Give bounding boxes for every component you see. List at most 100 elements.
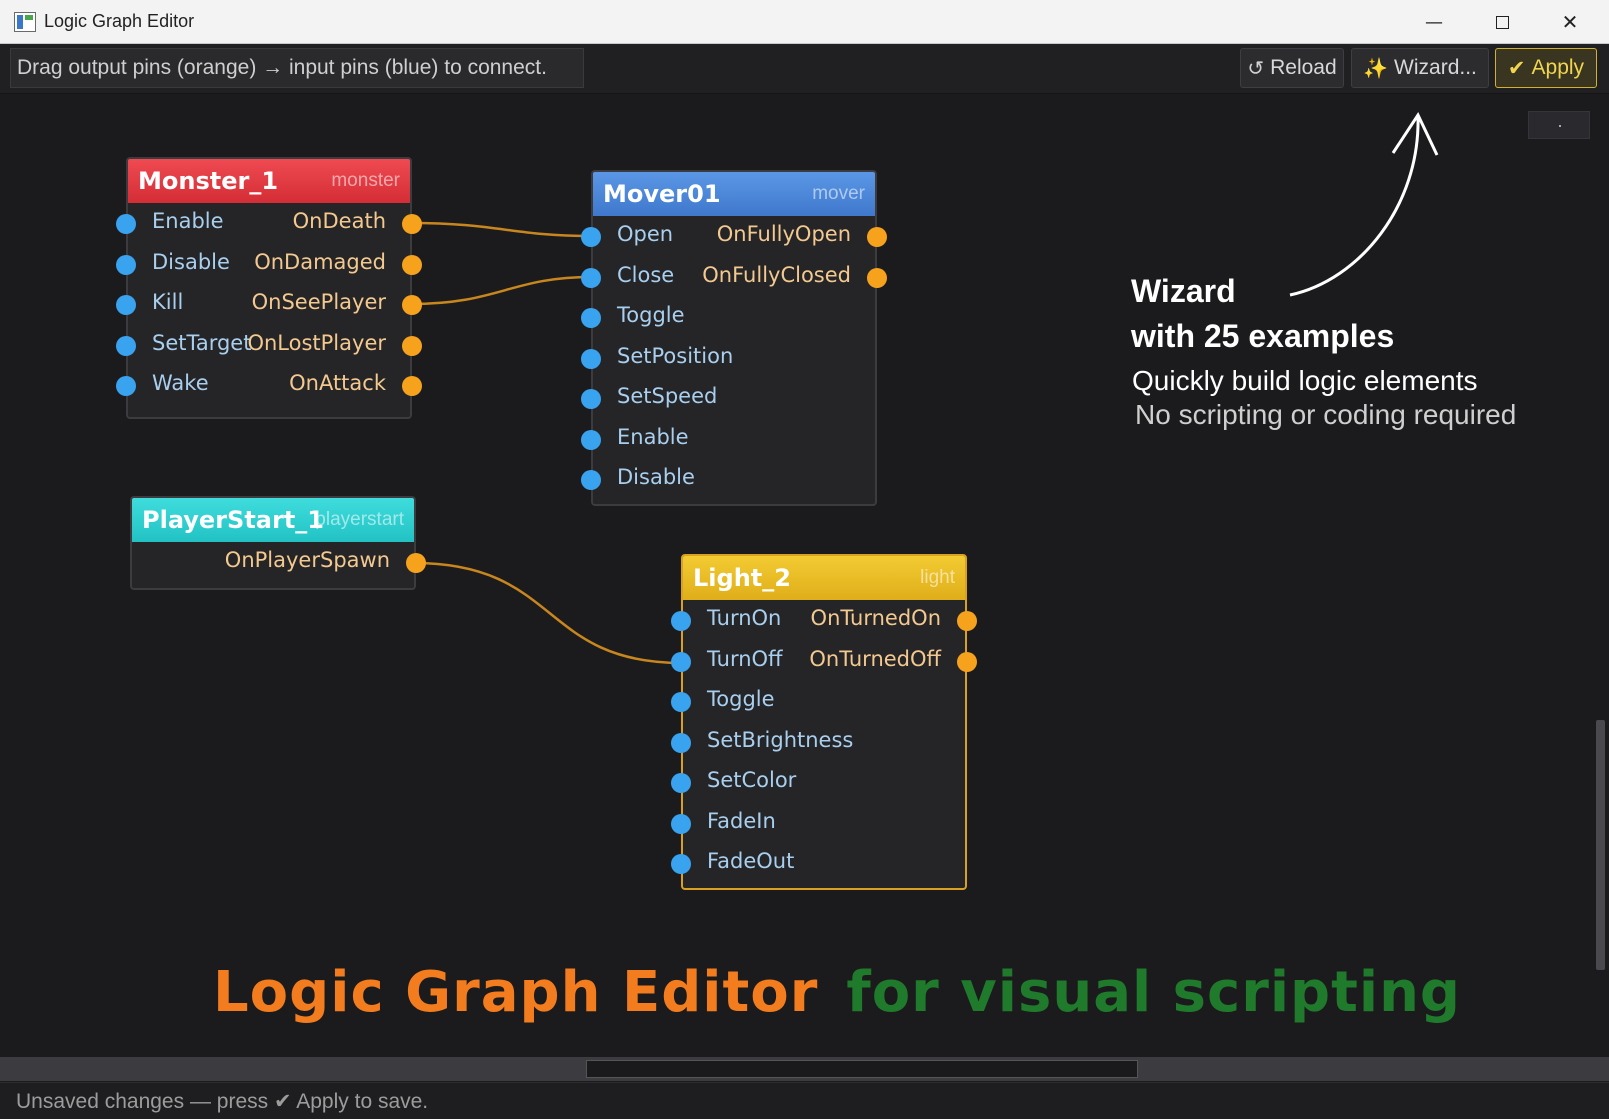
input-pin-label: Open <box>617 222 674 246</box>
pin-row: Wake OnAttack <box>116 365 422 406</box>
banner-tagline: for visual scripting <box>846 960 1462 1025</box>
input-pin[interactable] <box>671 732 691 753</box>
minimize-icon: — <box>1425 11 1443 33</box>
pin-row: Toggle <box>581 297 875 338</box>
input-pin-label: Wake <box>152 371 209 395</box>
input-pin[interactable] <box>581 308 601 328</box>
maximize-button[interactable] <box>1468 0 1536 44</box>
node-type: playerstart <box>315 509 404 530</box>
input-pin-label: SetBrightness <box>707 727 854 752</box>
node-header[interactable]: Monster_1 monster <box>128 159 410 203</box>
output-pin-label: OnPlayerSpawn <box>224 548 390 572</box>
input-pin[interactable] <box>581 348 601 369</box>
output-pin[interactable] <box>406 553 426 573</box>
minimap[interactable] <box>1528 111 1590 139</box>
reload-icon: ↺ <box>1247 57 1265 80</box>
pin-row: Open OnFullyOpen <box>581 216 887 257</box>
output-pin[interactable] <box>402 254 422 275</box>
input-pin[interactable] <box>116 214 136 234</box>
scrollbar-thumb[interactable] <box>586 1060 1138 1078</box>
input-pin[interactable] <box>671 813 691 834</box>
node-type: mover <box>812 183 865 204</box>
node-monster[interactable]: Monster_1 monster Enable OnDeath Disable… <box>116 157 422 419</box>
title-bar: Logic Graph Editor — ✕ <box>0 0 1609 44</box>
pin-row: SetBrightness <box>671 722 965 763</box>
pin-row: OnPlayerSpawn <box>132 542 426 583</box>
output-pin[interactable] <box>402 214 422 234</box>
vertical-scrollbar[interactable] <box>1596 720 1605 970</box>
pin-row: TurnOff OnTurnedOff <box>671 641 977 682</box>
input-pin-label: SetColor <box>707 768 797 792</box>
annotation-arrow-icon <box>1289 111 1439 297</box>
sparkle-icon: ✨ <box>1363 57 1389 80</box>
output-pin[interactable] <box>402 295 422 315</box>
pin-row: Kill OnSeePlayer <box>116 284 422 325</box>
pin-row: SetColor <box>671 762 965 803</box>
annotation-note: No scripting or coding required <box>1135 399 1517 430</box>
app-icon <box>14 12 36 32</box>
pin-row: Disable <box>581 459 875 500</box>
input-pin[interactable] <box>581 227 601 247</box>
output-pin[interactable] <box>957 611 977 631</box>
pin-row: FadeOut <box>671 843 965 884</box>
horizontal-scrollbar[interactable] <box>0 1057 1609 1081</box>
input-pin[interactable] <box>581 267 601 288</box>
pin-row: SetSpeed <box>581 378 875 419</box>
node-header[interactable]: PlayerStart_1 playerstart <box>132 498 414 542</box>
wire-onplayerspawn-turnoff <box>413 561 683 665</box>
connection-wires <box>409 221 683 665</box>
input-pin-label: SetPosition <box>617 343 734 368</box>
close-button[interactable]: ✕ <box>1536 0 1604 44</box>
input-pin[interactable] <box>116 254 136 275</box>
input-pin-label: FadeOut <box>707 849 795 873</box>
input-pin-label: SetSpeed <box>617 384 718 408</box>
node-type: light <box>920 567 955 588</box>
output-pin[interactable] <box>957 651 977 672</box>
output-pin[interactable] <box>402 376 422 396</box>
pin-row: Enable <box>581 419 875 460</box>
pin-row: SetTarget OnLostPlayer <box>116 325 422 366</box>
input-pin[interactable] <box>581 470 601 490</box>
input-pin[interactable] <box>116 335 136 356</box>
pin-row: TurnOn OnTurnedOn <box>671 600 977 641</box>
node-mover[interactable]: Mover01 mover Open OnFullyOpen Close OnF… <box>581 170 887 506</box>
node-light[interactable]: Light_2 light TurnOn OnTurnedOn TurnOff … <box>671 554 977 890</box>
pin-row: Disable OnDamaged <box>116 244 422 285</box>
wizard-button[interactable]: ✨ Wizard... <box>1351 48 1489 88</box>
apply-button[interactable]: ✔ Apply <box>1495 48 1597 88</box>
graph-canvas[interactable]: Monster_1 monster Enable OnDeath Disable… <box>0 95 1609 1055</box>
output-pin[interactable] <box>867 227 887 247</box>
input-pin[interactable] <box>671 854 691 874</box>
input-pin[interactable] <box>116 376 136 396</box>
toolbar: Drag output pins (orange) → input pins (… <box>0 44 1609 94</box>
pin-row: Enable OnDeath <box>116 203 422 244</box>
input-pin[interactable] <box>671 692 691 712</box>
annotation-subtitle: with 25 examples <box>1131 318 1395 354</box>
reload-button[interactable]: ↺ Reload <box>1240 48 1344 88</box>
output-pin-label: OnAttack <box>289 371 386 395</box>
output-pin[interactable] <box>867 267 887 288</box>
input-pin-label: TurnOn <box>707 606 782 630</box>
input-pin[interactable] <box>671 651 691 672</box>
wire-onseeplayer-close <box>409 275 593 306</box>
window-title: Logic Graph Editor <box>44 11 195 31</box>
input-pin[interactable] <box>671 611 691 631</box>
input-pin[interactable] <box>581 429 601 450</box>
node-header[interactable]: Light_2 light <box>683 556 965 600</box>
input-pin-label: TurnOff <box>707 646 783 671</box>
checkmark-icon: ✔ <box>1507 56 1526 80</box>
minimize-button[interactable]: — <box>1400 0 1468 44</box>
input-pin[interactable] <box>116 295 136 315</box>
output-pin-label: OnFullyOpen <box>716 222 851 246</box>
output-pin[interactable] <box>402 335 422 356</box>
annotation-title: Wizard <box>1131 273 1236 309</box>
input-pin-label: Disable <box>617 465 695 489</box>
node-playerstart[interactable]: PlayerStart_1 playerstart OnPlayerSpawn <box>130 496 426 590</box>
input-pin[interactable] <box>581 389 601 409</box>
wizard-label: Wizard... <box>1394 56 1477 79</box>
input-pin[interactable] <box>671 773 691 793</box>
output-pin-label: OnFullyClosed <box>702 262 851 287</box>
output-pin-label: OnTurnedOff <box>809 646 941 671</box>
node-header[interactable]: Mover01 mover <box>593 172 875 216</box>
